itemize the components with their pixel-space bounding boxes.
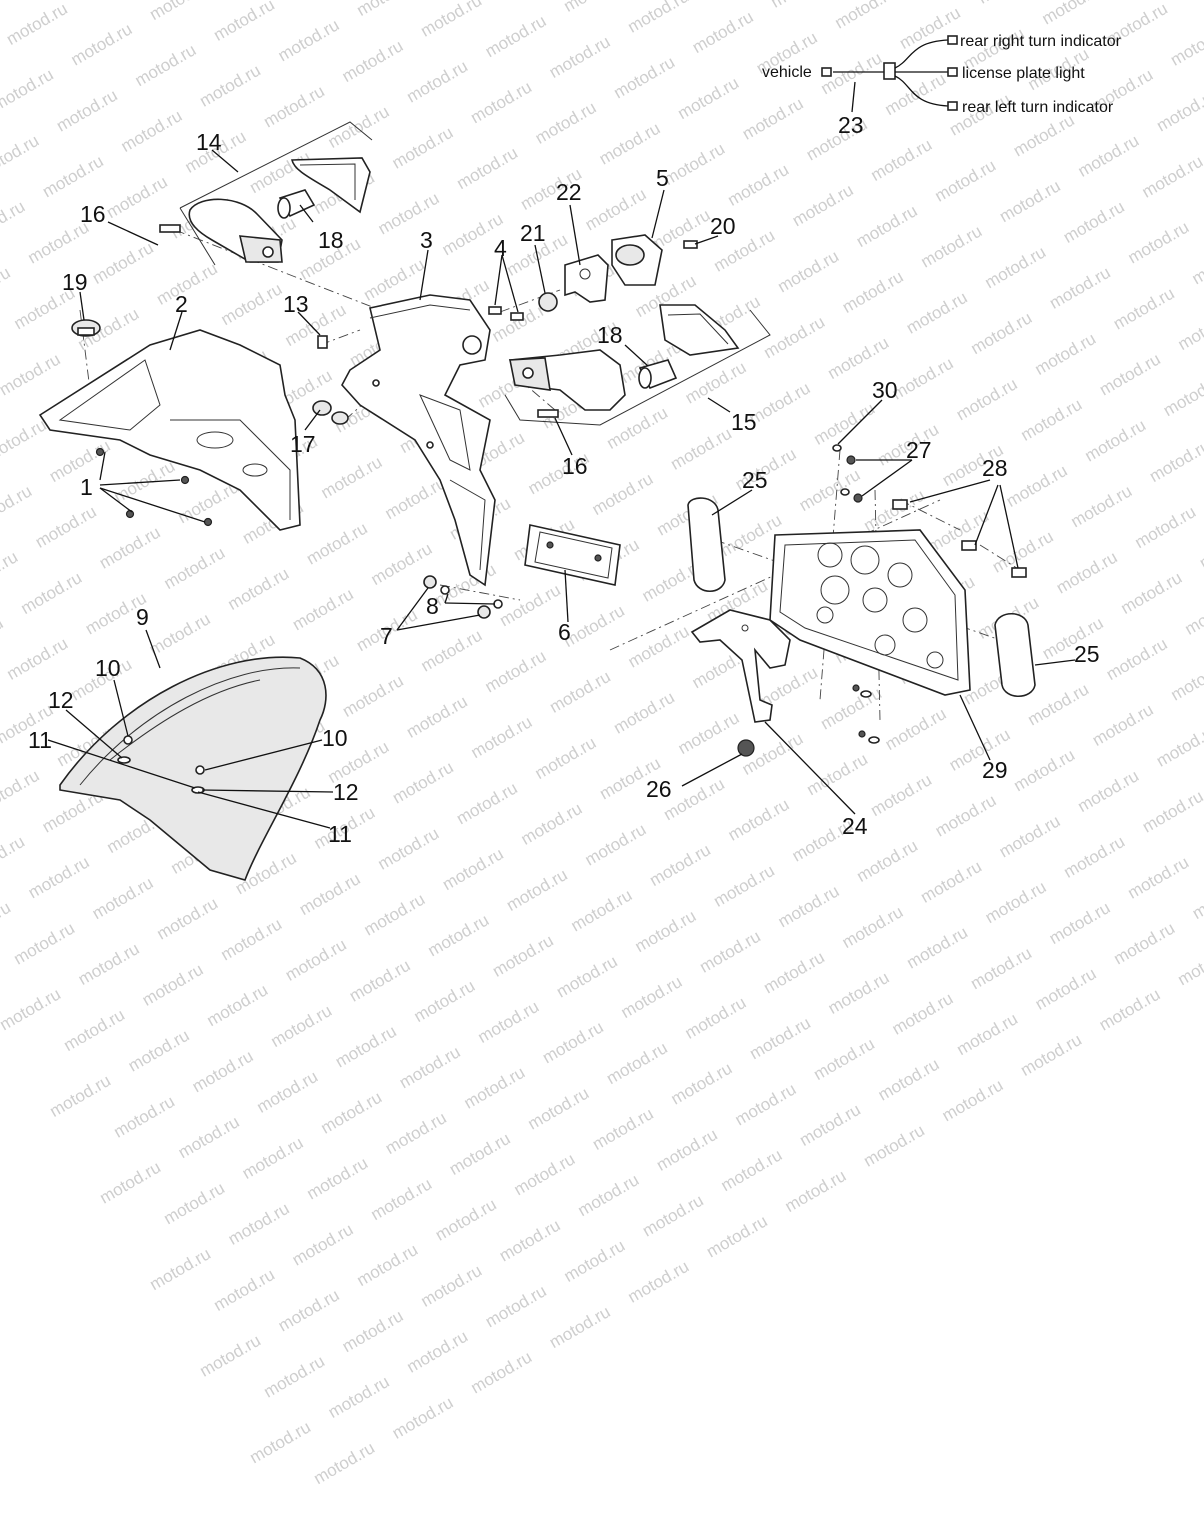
callout-21: 21: [520, 220, 546, 246]
right-bulb-18: [638, 359, 678, 390]
callout-10-right: 10: [322, 725, 348, 751]
callout-22: 22: [556, 179, 582, 205]
callout-14: 14: [196, 129, 222, 155]
bracket-22: [564, 254, 609, 303]
grommet-19: [71, 319, 101, 337]
rear-reflector-6: [524, 524, 621, 586]
exploded-parts-diagram: vehicle rear right turn indicator licens…: [28, 33, 1122, 881]
rear-mudguard-9: [59, 656, 327, 881]
washer-30: [832, 444, 842, 452]
callout-7: 7: [380, 623, 393, 649]
callout-16-left: 16: [80, 201, 106, 227]
screws-4: [488, 306, 524, 321]
callout-30: 30: [872, 377, 898, 403]
callout-2: 2: [175, 291, 188, 317]
side-reflector-25-right: [994, 612, 1036, 698]
leader-lines: [47, 149, 1076, 829]
callout-5: 5: [656, 165, 669, 191]
side-reflector-25-left: [687, 497, 726, 593]
callout-25-right: 25: [1074, 641, 1100, 667]
callout-27: 27: [906, 437, 932, 463]
screw-20: [683, 240, 698, 249]
indicator-group-box-right: [504, 309, 771, 426]
bushings-17: [312, 400, 349, 425]
screws-28: [892, 499, 1027, 578]
washers-8: [440, 585, 503, 609]
mudguard-screws-10-12: [117, 735, 205, 794]
license-plate-holder-29: [769, 529, 971, 696]
license-plate-light-5: [611, 234, 663, 286]
left-bulb-18: [277, 189, 316, 219]
callout-numbers: 14 16 18 19 2 1 13 17 3 4 21 22 5 20 18 …: [28, 112, 1100, 847]
callout-23: 23: [838, 112, 864, 138]
callout-4: 4: [494, 235, 507, 261]
callout-11-left: 11: [28, 727, 52, 753]
nut-26: [737, 739, 755, 757]
clip-13: [317, 335, 328, 349]
wiring-source-label: vehicle: [762, 64, 812, 81]
callout-17: 17: [290, 431, 316, 457]
indicator-group-box-left: [179, 121, 373, 266]
callout-6: 6: [558, 619, 571, 645]
callout-8: 8: [426, 593, 439, 619]
callout-18-right: 18: [597, 322, 623, 348]
wiring-harness-legend: vehicle rear right turn indicator licens…: [762, 33, 1122, 116]
callout-19: 19: [62, 269, 88, 295]
right-turn-indicator-housing: [508, 349, 626, 411]
callout-26: 26: [646, 776, 672, 802]
license-plate-bracket-3: [341, 294, 496, 587]
wiring-output-rear-right: rear right turn indicator: [960, 33, 1122, 50]
callout-24: 24: [842, 813, 868, 839]
callout-11-right: 11: [328, 821, 352, 847]
callout-25-left: 25: [742, 467, 768, 493]
screw-16-left: [159, 224, 181, 233]
nuts-27: [840, 455, 863, 503]
callout-10-left: 10: [95, 655, 121, 681]
callout-9: 9: [136, 604, 149, 630]
nuts-7: [423, 575, 491, 619]
wiring-output-license-plate: license plate light: [962, 65, 1085, 82]
callout-13: 13: [283, 291, 309, 317]
callout-12-left: 12: [48, 687, 74, 713]
callout-29: 29: [982, 757, 1008, 783]
nuts-lower-holder: [852, 684, 880, 744]
plate-support-bracket-24: [690, 609, 791, 723]
left-turn-indicator-housing: [188, 198, 283, 263]
callout-15: 15: [731, 409, 757, 435]
callout-16-right: 16: [562, 453, 588, 479]
callout-18-left: 18: [318, 227, 344, 253]
right-turn-indicator-lens: [659, 304, 740, 356]
callout-3: 3: [420, 227, 433, 253]
left-turn-indicator-lens: [291, 157, 371, 214]
callout-20: 20: [710, 213, 736, 239]
wiring-output-rear-left: rear left turn indicator: [962, 99, 1114, 116]
callout-12-right: 12: [333, 779, 359, 805]
callout-28: 28: [982, 455, 1008, 481]
screw-16-right: [537, 409, 559, 418]
rear-undertail-cover-2: [38, 329, 301, 531]
grommet-21: [538, 292, 558, 312]
callout-1: 1: [80, 474, 93, 500]
